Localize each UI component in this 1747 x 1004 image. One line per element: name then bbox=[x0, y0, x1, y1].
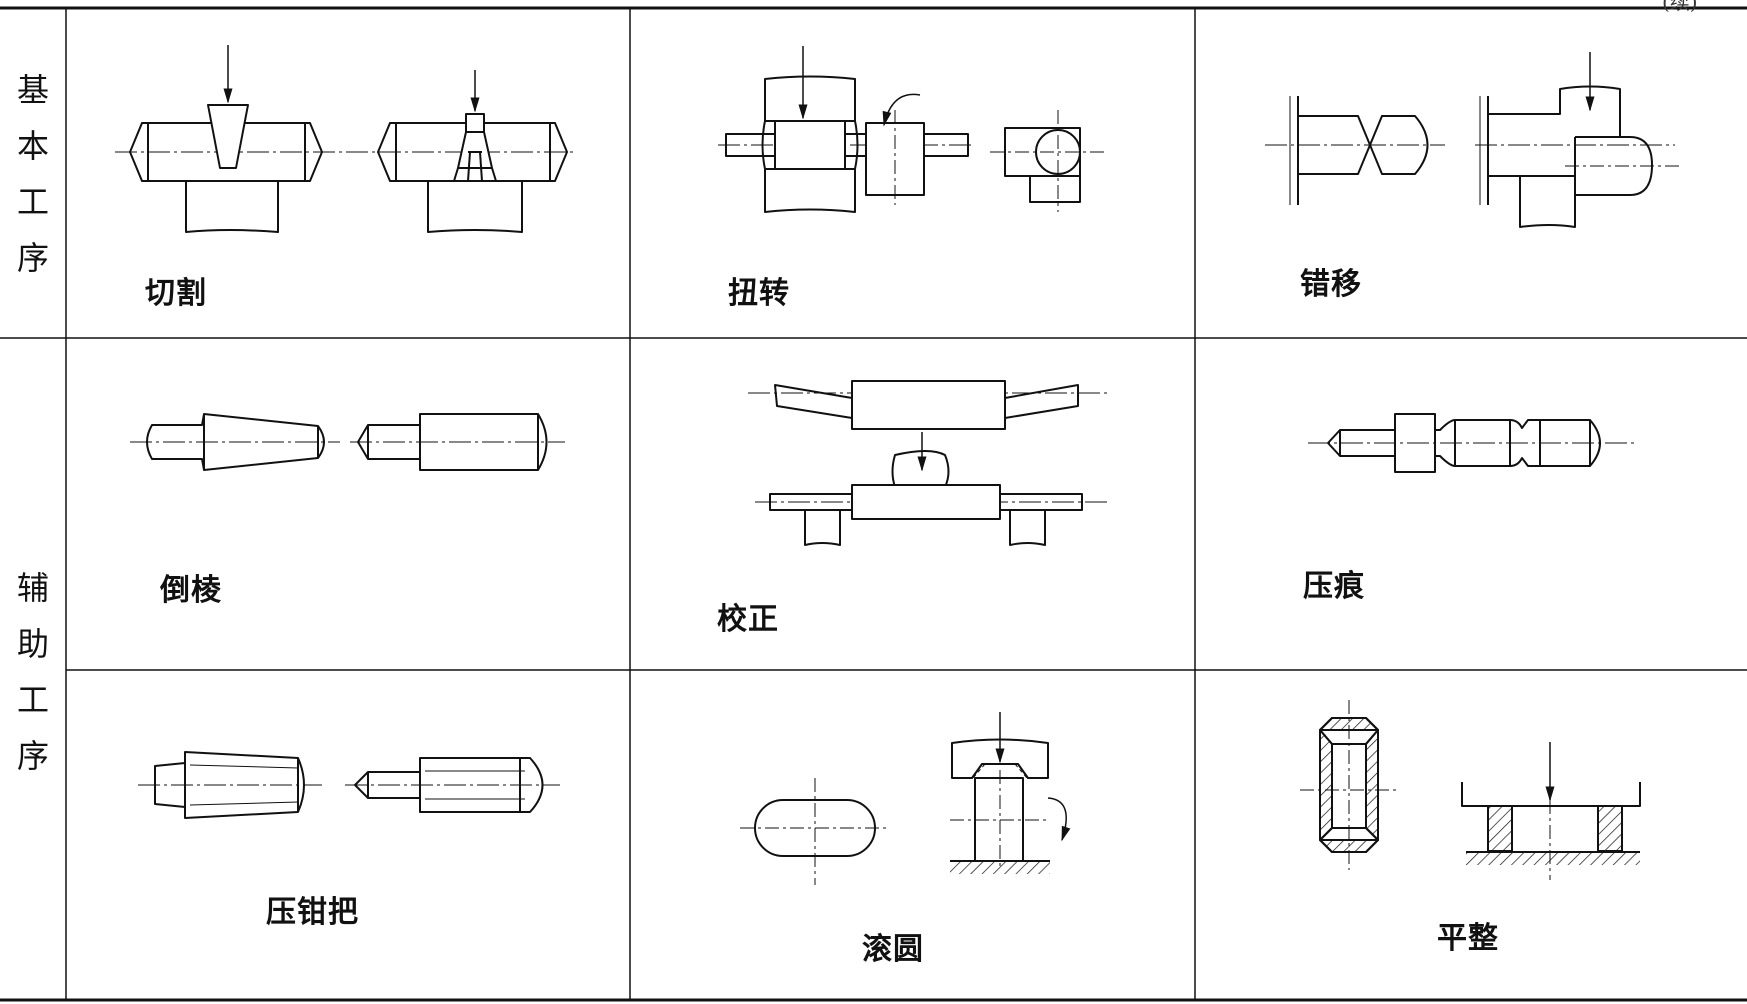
caption-rounding: 滚圆 bbox=[862, 932, 924, 967]
flattening-drawing bbox=[1300, 700, 1640, 880]
twisting-drawing bbox=[718, 46, 1105, 212]
row-label-basic: 基 本 工 序 bbox=[13, 74, 53, 298]
caption-chamfering: 倒棱 bbox=[160, 573, 222, 608]
caption-offsetting: 错移 bbox=[1300, 267, 1362, 302]
row-label-char: 本 bbox=[16, 127, 49, 165]
caption-flattening: 平整 bbox=[1437, 921, 1499, 956]
caption-cutting: 切割 bbox=[145, 276, 207, 311]
row-label-char: 工 bbox=[16, 681, 49, 719]
row-label-char: 基 bbox=[16, 71, 49, 109]
caption-tong-hold: 压钳把 bbox=[266, 895, 359, 930]
row-label-char: 助 bbox=[16, 625, 49, 663]
rounding-drawing bbox=[740, 712, 1071, 885]
row-label-auxiliary: 辅 助 工 序 bbox=[13, 572, 53, 796]
caption-notching: 压痕 bbox=[1303, 569, 1365, 604]
row-label-char: 工 bbox=[16, 183, 49, 221]
row-label-char: 辅 bbox=[16, 569, 49, 607]
notching-drawing bbox=[1308, 414, 1635, 472]
continued-mark: (续) bbox=[1662, 0, 1698, 14]
straightening-drawing bbox=[748, 381, 1110, 545]
caption-twisting: 扭转 bbox=[728, 276, 790, 311]
chamfering-drawing bbox=[130, 414, 565, 470]
cutting-drawing bbox=[115, 45, 575, 232]
caption-straightening: 校正 bbox=[717, 602, 779, 637]
offsetting-drawing bbox=[1265, 52, 1680, 227]
row-label-char: 序 bbox=[16, 737, 49, 775]
row-label-char: 序 bbox=[16, 239, 49, 277]
tong-hold-drawing bbox=[138, 752, 560, 818]
